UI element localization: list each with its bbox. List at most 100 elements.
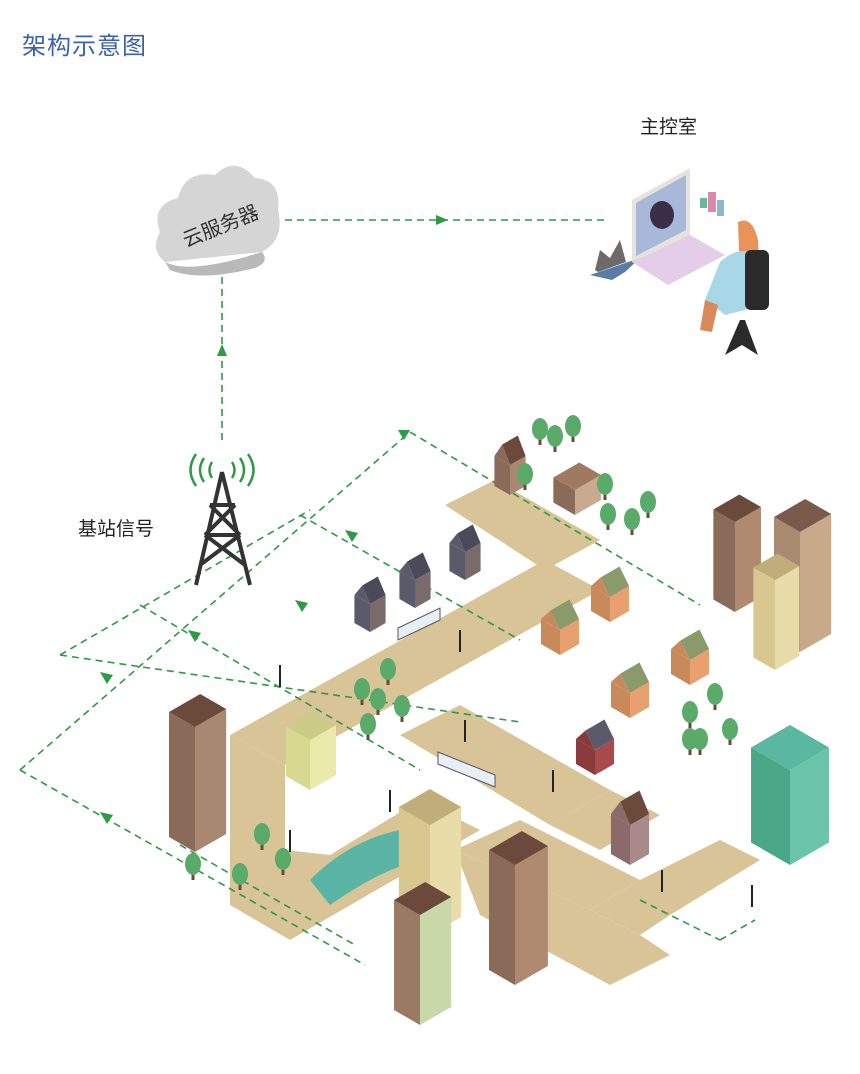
house5-gable — [590, 577, 610, 597]
tower-yellow-right-top — [753, 553, 800, 580]
house5-roof — [600, 566, 630, 597]
control-room-label: 主控室 — [640, 116, 698, 138]
house3-right — [465, 543, 481, 580]
control-room-illustration — [590, 168, 769, 355]
tree-icon — [640, 491, 656, 513]
tree-icon — [275, 848, 291, 870]
house2-gable — [399, 561, 415, 580]
tree-icon — [360, 713, 376, 735]
house3-left — [449, 543, 465, 580]
tower-left-top — [169, 694, 227, 727]
tree-icon — [354, 678, 370, 700]
signal-lines — [19, 219, 756, 966]
house4-right — [560, 619, 580, 655]
tree-icon — [722, 718, 738, 740]
house9-left — [610, 814, 630, 865]
cloud-server-icon — [156, 165, 280, 276]
tree-icon — [232, 863, 248, 885]
house1-right — [370, 595, 386, 632]
shop-top — [553, 462, 601, 490]
house9-gable — [610, 801, 630, 825]
house5-left — [590, 586, 610, 622]
house6-roof — [620, 662, 650, 693]
house8-left — [575, 739, 595, 775]
house4-roof — [550, 599, 580, 630]
green-building-left — [751, 747, 790, 865]
tree-icon — [682, 728, 698, 750]
house3-gable — [449, 533, 465, 552]
tree-icon — [682, 701, 698, 723]
house8-roof — [585, 719, 615, 750]
house7-roof — [680, 629, 710, 660]
yellow-house-left — [285, 726, 310, 790]
tree-icon — [565, 415, 581, 437]
tree-icon — [707, 683, 723, 705]
tree-icon — [370, 688, 386, 710]
tower-yellow-right-right — [775, 566, 800, 670]
tower-far-right — [800, 514, 832, 652]
base-station-tower-icon — [194, 471, 252, 586]
tree-icon — [185, 853, 201, 875]
tower-bottom-top — [394, 882, 452, 915]
house4-left — [540, 619, 560, 655]
tower-right-top — [713, 494, 761, 522]
tree-icon — [394, 695, 410, 717]
bus-icon — [437, 751, 496, 788]
bus-icon — [397, 607, 441, 641]
tower-yellow-right-left — [753, 567, 775, 670]
tower-bottom-left — [394, 900, 420, 1025]
house9-right — [630, 814, 650, 865]
house6-left — [610, 682, 630, 718]
house4-gable — [540, 610, 560, 630]
tree-icon — [547, 425, 563, 447]
tree-icon — [532, 418, 548, 440]
house1-gable — [354, 585, 370, 604]
shop-left — [553, 477, 575, 515]
house2-roof — [407, 552, 431, 580]
tree-icon — [380, 658, 396, 680]
signal-waves-icon — [189, 453, 255, 487]
house7-left — [670, 649, 690, 685]
city-trees — [185, 415, 753, 907]
house3-roof — [457, 524, 481, 552]
house10-left — [494, 456, 510, 495]
tree-icon — [600, 503, 616, 525]
pond — [310, 830, 420, 905]
house8-right — [595, 739, 615, 775]
tower-yellow-top — [398, 789, 462, 825]
house1-roof — [362, 576, 386, 604]
page-title: 架构示意图 — [22, 32, 147, 60]
shop-right — [575, 475, 601, 515]
house7-right — [690, 649, 710, 685]
house8-gable — [575, 730, 595, 750]
tree-icon — [624, 508, 640, 530]
city-buildings — [169, 435, 832, 1025]
tower-mid-right — [515, 846, 548, 985]
tower-far-top — [774, 499, 832, 532]
tree-icon — [597, 473, 613, 495]
house10-gable — [494, 444, 510, 465]
tree-icon — [254, 823, 270, 845]
house5-right — [610, 586, 630, 622]
house6-right — [630, 682, 650, 718]
house7-gable — [670, 640, 690, 660]
tree-icon — [517, 463, 533, 485]
yellow-house-top — [285, 711, 336, 740]
house6-gable — [610, 673, 630, 693]
base-station-label: 基站信号 — [78, 518, 155, 540]
house2-right — [415, 571, 431, 608]
yellow-house-right — [310, 725, 336, 790]
flow-arrows — [100, 215, 448, 824]
green-building-top — [751, 725, 829, 770]
green-building-right — [790, 747, 829, 865]
house1-left — [354, 595, 370, 632]
tower-right-left — [713, 509, 735, 612]
house10-roof — [502, 435, 526, 465]
tower-left-left — [169, 712, 195, 852]
tower-bottom-right — [420, 897, 452, 1025]
house9-roof — [620, 790, 650, 825]
tower-mid-left — [489, 850, 515, 985]
house2-left — [399, 571, 415, 608]
tower-left-right — [195, 709, 227, 852]
